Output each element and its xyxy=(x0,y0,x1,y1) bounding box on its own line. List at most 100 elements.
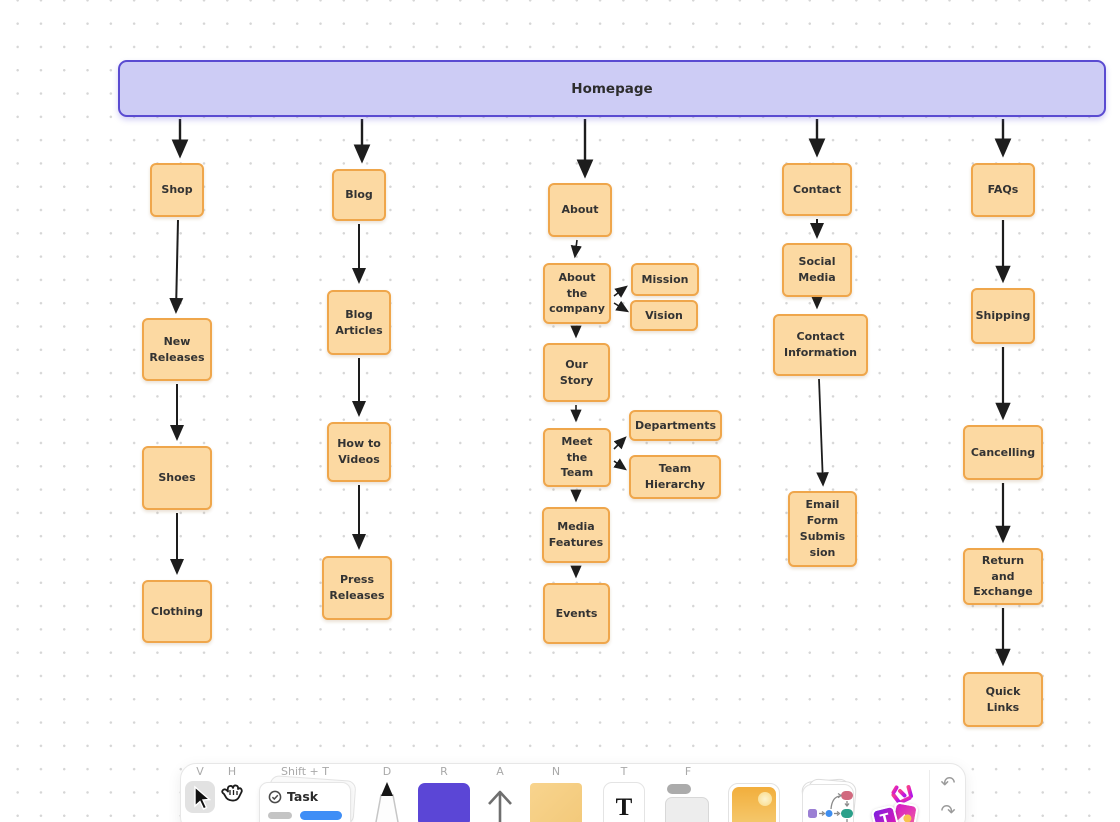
node-label: Quick Links xyxy=(985,684,1021,714)
ai-tool[interactable]: T xyxy=(869,764,927,822)
node-about-the-company[interactable]: About the company xyxy=(543,263,611,324)
node-homepage[interactable]: Homepage xyxy=(118,60,1106,117)
image-icon xyxy=(728,783,780,822)
node-label: Shipping xyxy=(975,309,1031,323)
node-faqs[interactable]: FAQs xyxy=(971,163,1035,217)
shortcut-label: T xyxy=(620,765,628,778)
node-shop[interactable]: Shop xyxy=(150,163,204,217)
node-shipping[interactable]: Shipping xyxy=(971,288,1035,344)
node-label: Blog Articles xyxy=(335,307,383,337)
shortcut-label: F xyxy=(684,765,692,778)
tool-dock: V H Shift + T xyxy=(180,763,966,822)
node-contact[interactable]: Contact xyxy=(782,163,852,216)
node-label: Shop xyxy=(161,183,193,197)
rectangle-tool[interactable]: R xyxy=(418,764,470,822)
shortcut-label: D xyxy=(382,765,392,778)
node-label: Contact Information xyxy=(784,330,857,359)
node-label: New Releases xyxy=(149,334,205,364)
node-label: Clothing xyxy=(151,604,203,618)
select-tool[interactable]: V xyxy=(185,764,215,813)
cursor-icon xyxy=(194,785,212,810)
active-tool-highlight xyxy=(185,781,215,813)
node-mission[interactable]: Mission xyxy=(631,263,699,296)
node-quick-links[interactable]: Quick Links xyxy=(963,672,1043,727)
node-contact-information[interactable]: Contact Information xyxy=(773,314,868,376)
node-label: Social Media xyxy=(798,255,836,284)
redo-button[interactable]: ↷ xyxy=(933,798,963,822)
shortcut-label: A xyxy=(496,765,504,778)
task-card-label: Task xyxy=(287,789,319,804)
text-tool-card: T xyxy=(603,782,645,822)
task-tool[interactable]: Shift + T Task xyxy=(253,764,357,822)
undo-icon: ↶ xyxy=(940,772,956,793)
flowchart-tool[interactable] xyxy=(799,764,858,822)
hand-icon xyxy=(221,784,243,802)
redo-icon: ↷ xyxy=(940,800,956,821)
frame-icon xyxy=(665,782,711,822)
shortcut-label: R xyxy=(440,765,448,778)
node-cancelling[interactable]: Cancelling xyxy=(963,425,1043,480)
node-about[interactable]: About xyxy=(548,183,612,237)
node-label: Email Form Submission xyxy=(799,498,846,559)
node-label: Press Releases xyxy=(329,573,385,602)
node-vision[interactable]: Vision xyxy=(630,300,698,331)
node-label: Shoes xyxy=(158,471,196,485)
flowchart-icon xyxy=(799,778,858,822)
node-return-and-exchange[interactable]: Return and Exchange xyxy=(963,548,1043,605)
toolbar-divider xyxy=(929,770,930,822)
undo-button[interactable]: ↶ xyxy=(933,770,963,796)
node-events[interactable]: Events xyxy=(543,583,610,644)
node-clothing[interactable]: Clothing xyxy=(142,580,212,643)
node-email-form-submission[interactable]: Email Form Submission xyxy=(788,491,857,567)
node-label: Vision xyxy=(645,308,683,322)
shortcut-label: Shift + T xyxy=(281,765,329,778)
ai-magic-icon: T xyxy=(869,781,927,822)
node-label: Departments xyxy=(634,418,717,432)
task-card: Task xyxy=(259,782,351,822)
frame-tool[interactable]: F xyxy=(665,764,711,822)
node-label: How to Videos xyxy=(337,437,381,466)
node-new-releases[interactable]: New Releases xyxy=(142,318,212,381)
check-circle-icon xyxy=(268,790,282,803)
rectangle-icon xyxy=(418,783,470,822)
sticky-note-tool[interactable]: N xyxy=(530,764,582,822)
node-social-media[interactable]: Social Media xyxy=(782,243,852,297)
shortcut-label: H xyxy=(227,765,237,778)
text-tool[interactable]: T T xyxy=(603,764,645,822)
shortcut-label: N xyxy=(551,765,561,778)
node-label: Media Features xyxy=(548,520,604,549)
node-label: Return and Exchange xyxy=(973,553,1033,599)
node-how-to-videos[interactable]: How to Videos xyxy=(327,422,391,482)
task-progress-pill-gray xyxy=(268,812,292,819)
arrow-tool[interactable]: A xyxy=(481,764,519,822)
node-label: Contact xyxy=(793,182,841,196)
node-shoes[interactable]: Shoes xyxy=(142,446,212,510)
node-media-features[interactable]: Media Features xyxy=(542,507,610,563)
node-label: About the company xyxy=(549,270,605,316)
pencil-icon xyxy=(375,782,399,822)
node-label: Our Story xyxy=(559,357,594,387)
node-our-story[interactable]: Our Story xyxy=(543,343,610,402)
draw-tool[interactable]: D xyxy=(369,764,405,822)
node-label: FAQs xyxy=(987,183,1019,197)
node-team-hierarchy[interactable]: Team Hierarchy xyxy=(629,455,721,499)
node-departments[interactable]: Departments xyxy=(629,410,722,441)
node-blog[interactable]: Blog xyxy=(332,169,386,221)
arrow-up-icon xyxy=(488,790,512,822)
node-press-releases[interactable]: Press Releases xyxy=(322,556,392,620)
text-tool-glyph: T xyxy=(615,794,633,821)
node-label: Team Hierarchy xyxy=(644,462,706,491)
node-meet-the-team[interactable]: Meet the Team xyxy=(543,428,611,487)
sticky-note-icon xyxy=(530,783,582,822)
node-label: Blog xyxy=(345,188,373,202)
node-label: Cancelling xyxy=(970,445,1036,459)
node-label: Meet the Team xyxy=(560,434,594,480)
shortcut-label: V xyxy=(196,765,204,778)
node-label: Homepage xyxy=(571,80,653,97)
dot-grid-background xyxy=(0,0,1096,822)
hand-tool[interactable]: H xyxy=(217,764,247,809)
image-tool[interactable] xyxy=(728,764,780,822)
node-label: Mission xyxy=(641,272,689,286)
node-blog-articles[interactable]: Blog Articles xyxy=(327,290,391,355)
